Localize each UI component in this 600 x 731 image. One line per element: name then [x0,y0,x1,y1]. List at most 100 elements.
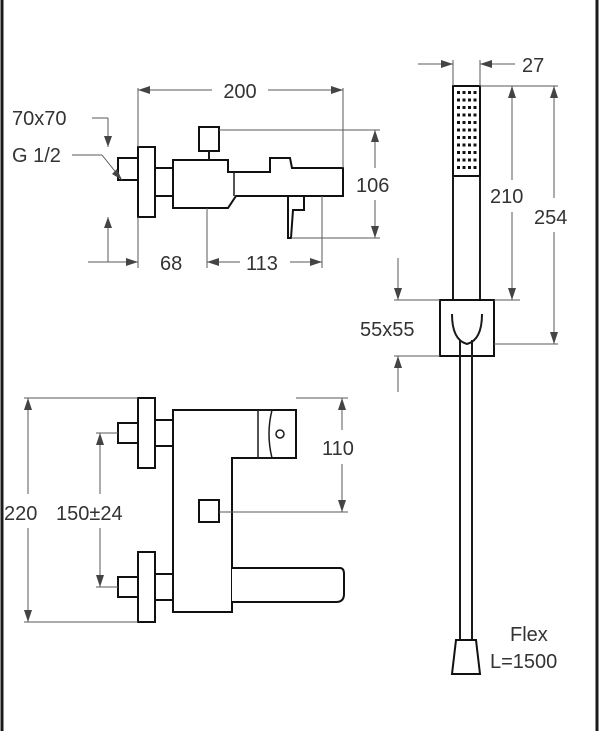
dim-200-label: 200 [223,81,256,103]
front-spout [232,567,345,603]
dim-210-arrow-top [508,86,516,98]
shower-nozzle [468,113,471,117]
side-spout [268,195,305,239]
dim-210-arrow-bottom [508,288,516,300]
shower-holder [439,299,495,357]
shower-nozzle [473,91,477,94]
front-mixer-body [172,409,297,613]
side-mixer-body [172,157,344,209]
dim-150-label: 150±24 [56,503,123,525]
side-view: 200 70x70 G 1/2 106 68 113 [12,81,389,275]
shower-nozzle [462,151,466,154]
front-diverter-knob [198,499,220,523]
side-diverter-knob [198,126,220,152]
side-connector [154,167,174,197]
front-upper-flange [137,397,156,469]
front-lower-connector [154,573,174,601]
dim-106-arrow-bottom [371,226,379,238]
shower-nozzle [462,121,466,124]
dim-55-arrow-top [394,288,402,300]
shower-nozzle [462,98,466,102]
holder-size-label: 55x55 [360,319,415,341]
shower-nozzle [468,143,471,147]
shower-nozzle [457,121,460,124]
shower-nozzle [462,136,466,139]
shower-nozzle [457,158,460,162]
flange-size-label: 70x70 [12,108,67,130]
shower-nozzle [473,106,477,109]
dim-27-arrow-left [441,60,453,68]
shower-nozzle [462,128,466,132]
dim-27-label: 27 [522,55,544,77]
shower-nozzle [473,151,477,154]
shower-nozzle [462,91,466,94]
shower-nozzle [473,158,477,162]
dim-210-label: 210 [490,186,523,208]
dim-200-arrow-right [331,86,343,94]
shower-nozzle [462,166,466,169]
hose-flex-label: Flex [510,624,548,646]
holder-cup [451,313,483,346]
front-upper-nut [117,422,139,444]
shower-nozzle [457,128,460,132]
dim-254-arrow-bottom [550,332,558,344]
shower-nozzle [457,106,460,109]
thread-size-label: G 1/2 [12,145,61,167]
shower-nozzle [468,106,471,109]
flange-leader-arrow-bottom [104,217,112,228]
shower-nozzle [462,143,466,147]
dim-113-label: 113 [246,253,278,275]
shower-nozzle [468,128,471,132]
dim-110-arrow-top [338,398,346,410]
shower-nozzle [473,166,477,169]
shower-nozzle [457,113,460,117]
dim-150-arrow-top [96,433,104,445]
shower-nozzle [457,91,460,94]
shower-nozzle [468,158,471,162]
hose-length-label: L=1500 [490,651,557,673]
shower-nozzle [473,113,477,117]
dim-113-arrow-right [310,258,322,266]
side-inlet-nut [117,157,139,181]
shower-nozzle [468,121,471,124]
shower-nozzle [468,151,471,154]
dim-68-label: 68 [160,253,182,275]
hose-connector [450,639,482,675]
dim-55-arrow-bottom [394,356,402,368]
dim-110-arrow-bottom [338,500,346,512]
dim-68-arrow [126,258,138,266]
dim-254-arrow-top [550,86,558,98]
shower-nozzle-grid [457,91,477,169]
shower-nozzle [457,98,460,102]
shower-nozzle [462,113,466,117]
hand-shower-view: 27 210 254 55x55 Flex L=1500 [360,55,567,675]
dim-220-arrow-top [24,398,32,410]
shower-nozzle [462,106,466,109]
shower-nozzle [457,151,460,154]
dim-220-arrow-bottom [24,610,32,622]
shower-nozzle [457,143,460,147]
shower-nozzle [468,98,471,102]
flange-leader-arrow-top [104,136,112,147]
side-wall-flange [137,146,156,218]
dim-106-arrow-top [371,130,379,142]
front-view: 110 220 150±24 [4,397,354,623]
shower-nozzle [468,91,471,94]
shower-nozzle [457,166,460,169]
dim-106-label: 106 [356,175,389,197]
shower-nozzle [468,136,471,139]
dim-113-arrow-left [207,258,219,266]
shower-nozzle [468,166,471,169]
shower-nozzle [473,98,477,102]
shower-nozzle [473,128,477,132]
front-upper-connector [154,419,174,447]
shower-nozzle [457,136,460,139]
shower-nozzle [473,143,477,147]
thread-leader-arrow [112,169,122,180]
front-lower-flange [137,551,156,623]
dim-110-label: 110 [322,438,354,460]
dim-220-label: 220 [4,503,37,525]
dim-200-arrow-left [138,86,150,94]
